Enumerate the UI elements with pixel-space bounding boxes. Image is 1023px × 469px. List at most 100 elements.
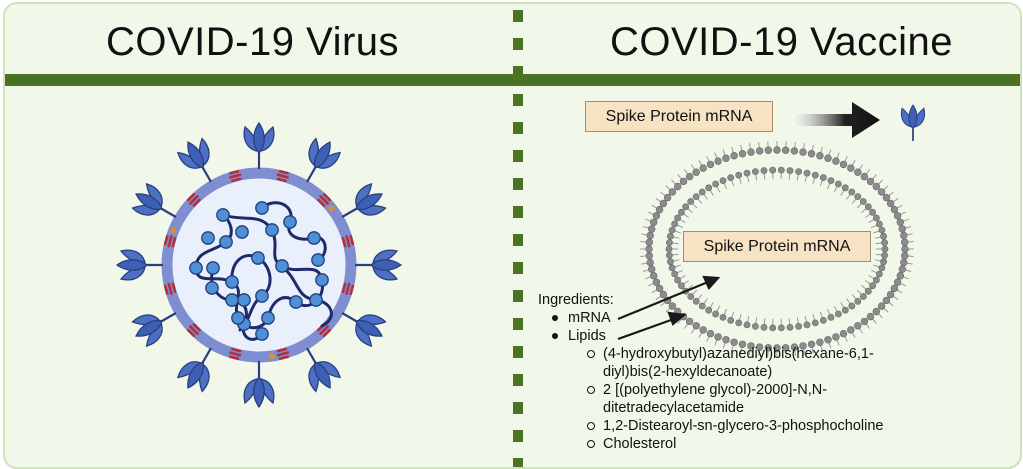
lipid-head <box>667 232 674 240</box>
rna-bead <box>201 231 215 245</box>
lipid-head <box>777 324 785 332</box>
header-band <box>5 4 1020 74</box>
lipid-head <box>839 160 848 169</box>
translated-spike-icon <box>900 104 926 142</box>
lipid-head <box>646 231 654 240</box>
lipid-head <box>679 177 688 186</box>
lipid-head <box>646 258 654 267</box>
lipid-head <box>764 146 772 154</box>
lipid-head <box>832 157 840 165</box>
lipid-head <box>878 264 886 272</box>
lipid-head <box>714 157 722 165</box>
lnp-mrna-label: Spike Protein mRNA <box>683 231 871 262</box>
lipid-head <box>900 252 909 260</box>
lipid-head <box>832 333 840 341</box>
lipid-head <box>769 166 777 174</box>
lipid-head <box>692 168 700 176</box>
lipid-head <box>781 146 790 154</box>
lipid-head <box>896 218 904 227</box>
lipid-head <box>705 306 713 314</box>
lipid-head <box>795 322 802 330</box>
lipid-head <box>655 205 664 214</box>
lipid-head <box>655 284 664 293</box>
lipid-head <box>881 251 888 259</box>
spike-mrna-label: Spike Protein mRNA <box>585 101 773 132</box>
lipid-head <box>896 272 904 280</box>
membrane-proteins <box>163 169 355 361</box>
lipid-head <box>882 296 891 305</box>
lipid-head <box>743 321 751 329</box>
rna-bead <box>205 281 219 295</box>
lipid-head <box>755 147 764 155</box>
lipid-head <box>898 265 906 273</box>
lipid-head <box>860 172 869 181</box>
lipid-head <box>893 278 902 286</box>
lipid-head <box>773 146 781 154</box>
lipid-head <box>760 167 768 174</box>
lipid-head <box>876 220 883 228</box>
lipid-head <box>876 270 883 278</box>
rna-bead <box>311 253 325 267</box>
rna-bead <box>235 225 249 239</box>
rna-bead <box>289 295 303 309</box>
lipid-head <box>760 323 768 331</box>
lipid-head <box>854 322 862 330</box>
lipid-head <box>666 251 673 259</box>
lipid-head <box>811 171 819 179</box>
ingredient-mrna: mRNA <box>538 309 923 327</box>
lipid-head <box>667 258 674 266</box>
lipid-head <box>687 198 695 205</box>
lipid-head <box>866 177 875 186</box>
lipid-head <box>854 193 862 200</box>
lipid-head <box>807 150 816 158</box>
lipid-head <box>665 245 673 253</box>
lipid-head <box>674 214 681 222</box>
lipid-head <box>706 160 715 169</box>
lipid-head <box>893 212 902 220</box>
lipid-head <box>719 313 727 321</box>
lipid-head <box>819 174 827 181</box>
lipid-head <box>722 336 730 344</box>
lipid-head <box>847 326 855 334</box>
lipid-head <box>649 272 658 280</box>
rna-bead <box>309 293 323 307</box>
lipid-head <box>647 265 656 273</box>
lipid-head <box>886 290 895 299</box>
lipid-head <box>685 172 694 181</box>
lipid-head <box>898 225 906 233</box>
lipid-head <box>795 168 802 175</box>
lipid-head <box>698 302 706 310</box>
lipid-head <box>781 344 790 352</box>
rna-bead <box>315 273 329 287</box>
lipid-head <box>790 343 799 351</box>
lipid-head <box>811 319 819 327</box>
lipid-head <box>854 168 862 176</box>
arrow-head-mrna <box>702 275 721 290</box>
lipid-head <box>730 152 738 160</box>
lipid-head <box>799 148 807 156</box>
lipid-head <box>890 205 899 214</box>
lipid-head <box>860 317 869 326</box>
lipid-head <box>835 180 842 188</box>
lipid-head <box>869 208 876 216</box>
lipid-head <box>671 270 678 278</box>
rna-beads <box>189 201 329 341</box>
lipid-head <box>663 193 672 202</box>
lipid-head <box>869 282 876 290</box>
lipid-head <box>682 203 690 211</box>
lipid-head <box>735 171 743 179</box>
lipid-head <box>692 297 700 305</box>
lipid-head <box>727 174 735 181</box>
envelope-protein <box>327 204 335 212</box>
rna-bead <box>265 223 279 237</box>
lipid-head <box>864 287 872 295</box>
lipid-head <box>803 321 811 329</box>
lipid-head <box>755 343 764 351</box>
rna-bead <box>219 235 233 249</box>
lipid-head <box>722 154 730 162</box>
lipid-head <box>692 322 700 330</box>
lipid-head <box>824 154 832 162</box>
rna-bead <box>255 201 269 215</box>
lipid-head <box>668 264 676 272</box>
